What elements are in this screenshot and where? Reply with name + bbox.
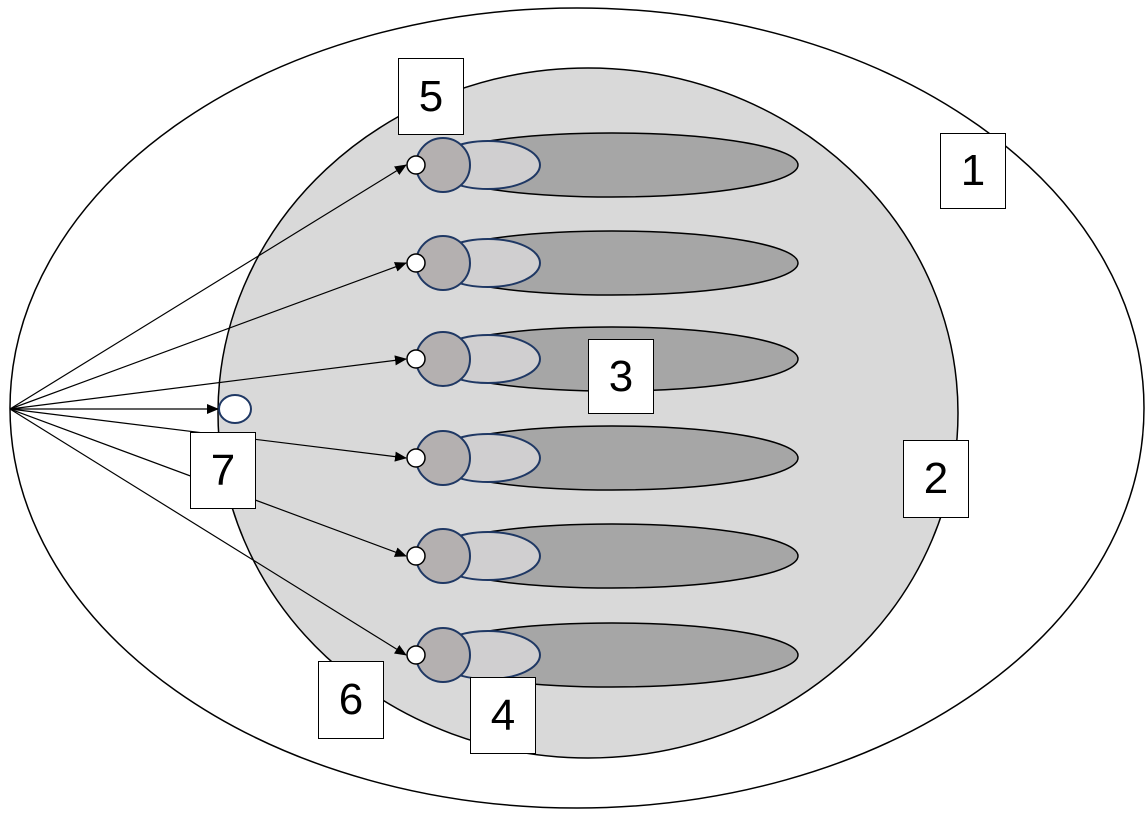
arrows xyxy=(9,164,407,656)
elongated-unit-2 xyxy=(406,230,799,296)
label-4: 4 xyxy=(470,677,536,754)
arrow-to-unit-3 xyxy=(9,355,407,410)
label-1: 1 xyxy=(940,133,1006,209)
attachment-point xyxy=(406,645,426,665)
attachment-point xyxy=(406,349,426,369)
label-2: 2 xyxy=(903,440,969,518)
arrow-to-unit-1 xyxy=(9,164,407,410)
elongated-unit-1 xyxy=(406,132,799,198)
elongated-unit-4 xyxy=(406,425,799,491)
elongated-unit-6 xyxy=(406,622,799,688)
label-6: 6 xyxy=(318,661,384,739)
label-7: 7 xyxy=(190,432,256,509)
arrow-to-unit-6 xyxy=(9,408,407,656)
small-open-circle xyxy=(218,394,252,424)
attachment-point xyxy=(406,546,426,566)
attachment-point xyxy=(406,448,426,468)
arrow-to-unit-2 xyxy=(9,262,407,410)
label-5: 5 xyxy=(398,58,464,135)
attachment-point xyxy=(406,253,426,273)
attachment-point xyxy=(406,155,426,175)
elongated-unit-5 xyxy=(406,523,799,589)
label-3: 3 xyxy=(588,339,654,414)
